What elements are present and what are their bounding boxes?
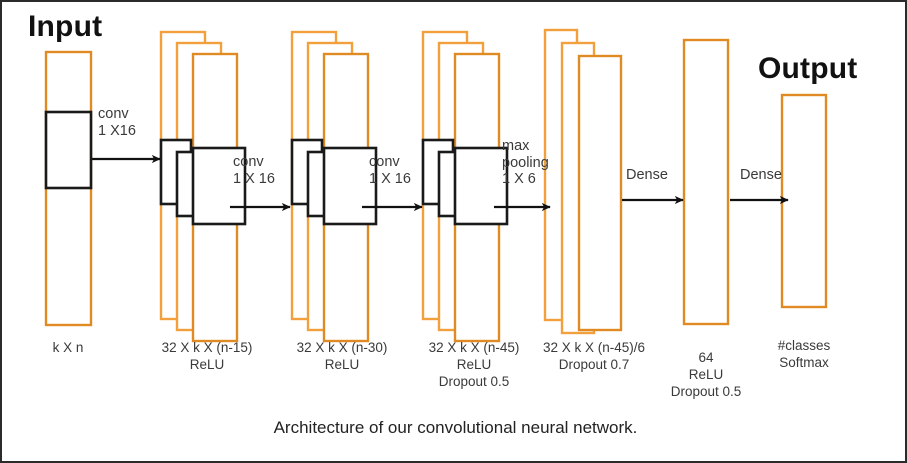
conv-block-2-label: 32 X k X (n-30) ReLU: [296, 340, 388, 372]
max-pooling-label: max pooling 1 X 6: [502, 138, 549, 187]
output-layer-label: #classes Softmax: [777, 338, 831, 370]
conv-block-1-kernel-3: [191, 146, 247, 226]
flow-arrows: [92, 154, 789, 212]
input-layer-kernel-1: [44, 110, 93, 190]
conv-block-3-kernel-3: [453, 146, 509, 226]
input-layer: [44, 50, 93, 327]
conv-block-3-label: 32 X k X (n-45) ReLU Dropout 0.5: [428, 340, 520, 389]
dense-64-layer-slab-1: [682, 38, 730, 326]
output-layer: [780, 93, 828, 309]
input-layer-label: k X n: [52, 340, 84, 355]
conv-block-3: [421, 30, 509, 343]
figure-caption: Architecture of our convolutional neural…: [273, 418, 638, 437]
dense-64-layer: [682, 38, 730, 326]
pooling-block-slab-3: [577, 54, 623, 332]
layer-blocks: [44, 28, 828, 343]
input-heading: Input: [28, 10, 103, 43]
conv-3-label: conv 1 X 16: [369, 154, 411, 187]
pooling-block-label: 32 X k X (n-45)/6 Dropout 0.7: [542, 340, 646, 372]
conv-block-2: [290, 30, 378, 343]
conv-block-1: [159, 30, 247, 343]
dense-1-label: Dense: [626, 167, 668, 183]
conv-block-1-label: 32 X k X (n-15) ReLU: [161, 340, 253, 372]
dense-2-label: Dense: [740, 167, 782, 183]
dense-64-layer-label: 64 ReLU Dropout 0.5: [670, 350, 742, 399]
conv-block-2-kernel-3: [322, 146, 378, 226]
conv-1-label: conv 1 X16: [98, 106, 136, 139]
conv-2-label: conv 1 X 16: [233, 154, 275, 187]
pooling-block: [543, 28, 623, 335]
output-layer-slab-1: [780, 93, 828, 309]
output-heading: Output: [758, 52, 858, 85]
